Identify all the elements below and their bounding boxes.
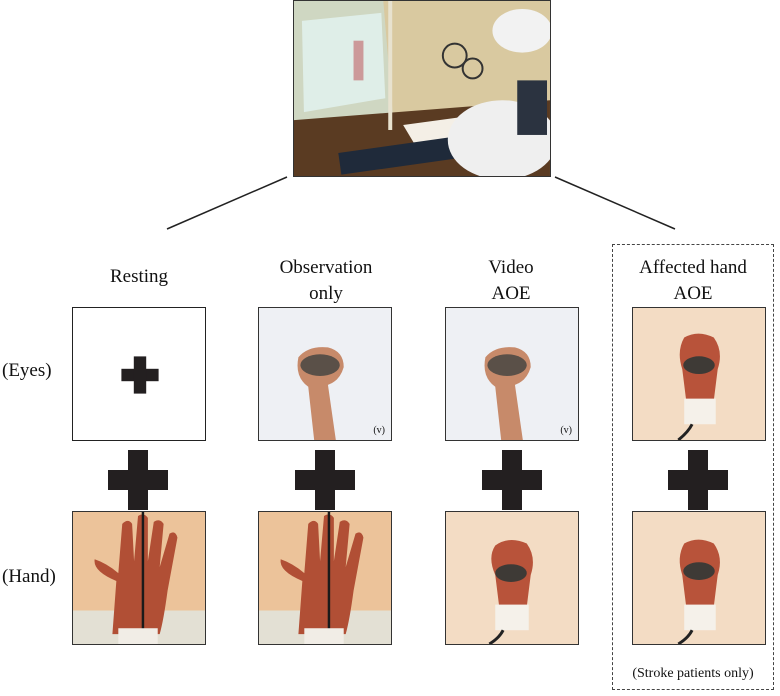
row-label-hand: (Hand) (2, 566, 56, 587)
plus-icon (295, 450, 355, 510)
plus-icon (668, 450, 728, 510)
plus-icon (108, 450, 168, 510)
affected-hand-image (633, 512, 765, 644)
hand-panel-affected-aoe (632, 511, 766, 645)
video-tag: (v) (373, 425, 385, 436)
eyes-panel-video-aoe: (v) (445, 307, 579, 441)
column-label-observation: Observation only (279, 257, 373, 304)
eyes-panel-affected-aoe (632, 307, 766, 441)
stroke-only-footnote: (Stroke patients only) (632, 666, 754, 681)
affected-hand-image (446, 512, 578, 644)
row-label-eyes: (Eyes) (2, 360, 52, 381)
open-hand-image (73, 512, 205, 644)
open-hand-image (259, 512, 391, 644)
column-label-video-aoe: Video AOE (488, 257, 534, 304)
stroke-only-group-border (612, 244, 774, 690)
hand-panel-resting (72, 511, 206, 645)
plus-icon (482, 450, 542, 510)
setup-photo (293, 0, 551, 177)
hand-panel-video-aoe (445, 511, 579, 645)
hand-grip-image (259, 308, 391, 440)
video-tag: (v) (560, 425, 572, 436)
column-label-resting: Resting (109, 266, 169, 287)
fixation-cross-icon (121, 356, 159, 394)
column-label-affected-aoe: Affected hand AOE (639, 257, 747, 304)
eyes-panel-resting (72, 307, 206, 441)
eyes-panel-observation: (v) (258, 307, 392, 441)
hand-grip-image (446, 308, 578, 440)
affected-hand-image (633, 308, 765, 440)
hand-panel-observation (258, 511, 392, 645)
